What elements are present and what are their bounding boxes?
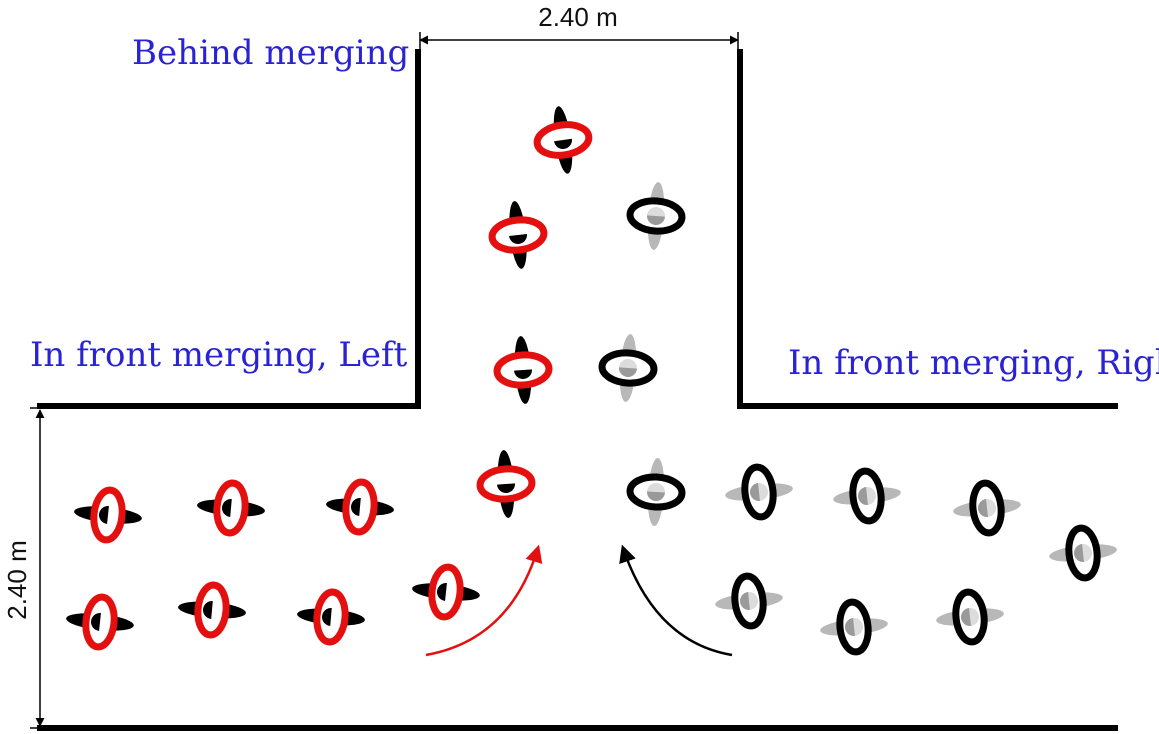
pedestrian-icon-red-3 xyxy=(493,336,553,404)
label-front-merging-right: In front merging, Right xyxy=(788,343,1159,383)
pedestrian-icon-black-2 xyxy=(598,334,658,402)
corridor-walls xyxy=(37,49,1118,731)
left-dimension-label: 2.40 m xyxy=(2,540,32,620)
pedestrian-icon-black-1 xyxy=(626,182,686,250)
label-behind-merging: Behind merging xyxy=(132,33,409,73)
left-dimension: 2.40 m xyxy=(2,407,50,729)
pedestrian-icon-red-5 xyxy=(74,486,142,544)
pedestrian-icon-black-4 xyxy=(725,463,793,521)
pedestrian-icon-black-8 xyxy=(715,572,783,630)
pedestrian-icon-black-7 xyxy=(1049,524,1117,582)
pedestrian-icon-red-9 xyxy=(178,581,246,639)
pedestrian-icon-red-1 xyxy=(533,106,593,174)
pedestrian-icon-black-6 xyxy=(953,479,1021,537)
pedestrians xyxy=(66,106,1117,656)
pedestrian-icon-red-4 xyxy=(476,450,536,518)
label-front-merging-left: In front merging, Left xyxy=(30,335,408,375)
pedestrian-icon-red-2 xyxy=(488,201,548,269)
left-upper-wall xyxy=(37,49,421,409)
pedestrian-icon-red-11 xyxy=(412,563,480,621)
pedestrian-icon-black-3 xyxy=(626,458,686,526)
pedestrian-icon-red-7 xyxy=(326,478,394,536)
right-upper-wall xyxy=(737,49,1118,409)
pedestrian-icon-black-10 xyxy=(936,588,1004,646)
pedestrian-icon-black-5 xyxy=(833,467,901,525)
pedestrian-icon-red-8 xyxy=(66,593,134,651)
pedestrian-icon-black-9 xyxy=(820,598,888,656)
top-dimension-label: 2.40 m xyxy=(538,2,618,32)
pedestrian-icon-red-10 xyxy=(297,588,365,646)
top-dimension: 2.40 m xyxy=(419,2,739,50)
right-merge-arrow-icon xyxy=(619,544,733,657)
left-merge-arrow-icon xyxy=(425,544,543,657)
pedestrian-icon-red-6 xyxy=(197,479,265,537)
